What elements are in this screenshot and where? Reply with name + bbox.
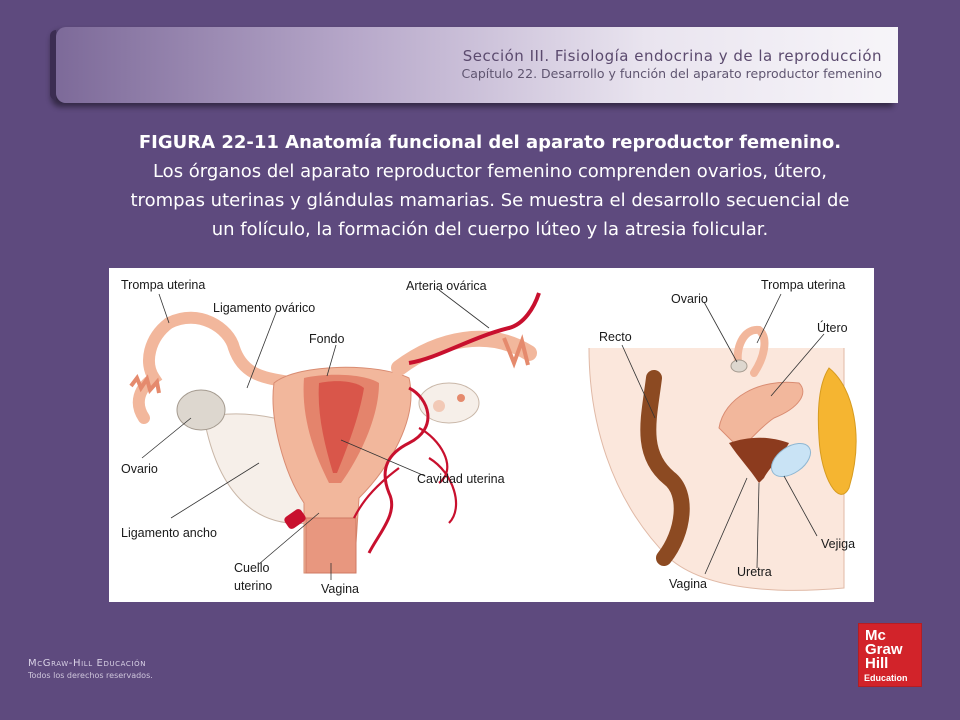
left-tube-shape <box>132 317 175 424</box>
uterine-artery-shape <box>367 386 430 554</box>
frontal-view <box>129 289 541 580</box>
label-trompa-uterina-left: Trompa uterina <box>121 278 206 292</box>
anatomy-figure: Trompa uterina Ligamento ovárico Fondo A… <box>109 268 874 602</box>
label-fondo: Fondo <box>309 332 345 346</box>
bladder-shape <box>770 442 812 478</box>
logo-line1: Mc <box>865 627 886 644</box>
fat-pad-shape <box>817 367 857 495</box>
label-vejiga: Vejiga <box>821 537 856 551</box>
figure-caption: FIGURA 22-11 Anatomía funcional del apar… <box>130 128 850 244</box>
left-tube-upper-shape <box>163 311 300 389</box>
logo-line4: Education <box>864 673 908 683</box>
pelvis-outline-shape <box>588 347 845 591</box>
leader-lines-right <box>621 293 825 575</box>
ovary-sagittal-shape <box>730 359 748 373</box>
label-uretra: Uretra <box>737 565 772 579</box>
left-fimbriae-shape <box>129 373 161 395</box>
anatomy-illustration <box>129 289 857 591</box>
right-tube-shape <box>391 330 537 376</box>
artery-branches-shape <box>353 427 458 524</box>
rectum-shape <box>640 370 690 566</box>
right-fimbriae-shape <box>502 334 530 369</box>
logo-line2: Graw <box>865 641 903 658</box>
label-cuello-line1: Cuello <box>234 561 270 575</box>
label-arteria-ovarica: Arteria ovárica <box>406 279 487 293</box>
logo-text: Mc Graw Hill <box>865 627 903 672</box>
mcgraw-hill-logo: Mc Graw Hill Education <box>859 624 921 686</box>
label-recto: Recto <box>599 330 632 344</box>
label-vagina-left: Vagina <box>321 582 359 596</box>
footer: McGraw-Hill Educación Todos los derechos… <box>28 658 153 680</box>
label-trompa-uterina-right: Trompa uterina <box>761 278 846 292</box>
uterus-sagittal-shape <box>718 381 804 449</box>
label-cavidad-uterina: Cavidad uterina <box>417 472 505 486</box>
header-banner: Sección III. Fisiología endocrina y de l… <box>50 27 898 103</box>
label-ligamento-ovarico: Ligamento ovárico <box>213 301 316 315</box>
header-text: Sección III. Fisiología endocrina y de l… <box>461 47 882 82</box>
caption-bold: FIGURA 22-11 Anatomía funcional del apar… <box>138 132 842 153</box>
uterine-cavity-shape <box>318 381 364 473</box>
uterine-vessel-shape <box>284 509 306 529</box>
caption-text: Los órganos del aparato reproductor feme… <box>130 161 850 240</box>
ovarian-artery-shape <box>408 292 541 365</box>
sagittal-view <box>588 293 857 591</box>
label-ovario-left: Ovario <box>121 462 158 476</box>
rights-notice: Todos los derechos reservados. <box>28 671 153 680</box>
follicle-shape <box>433 400 445 412</box>
label-ovario-right: Ovario <box>671 292 708 306</box>
tube-sagittal-shape <box>733 325 769 377</box>
vaginal-canal-shape <box>729 437 789 483</box>
publisher-name: McGraw-Hill Educación <box>28 658 147 669</box>
label-ligamento-ancho: Ligamento ancho <box>121 526 217 540</box>
logo-line3: Hill <box>865 655 889 672</box>
label-vagina-right: Vagina <box>669 577 707 591</box>
corpus-luteum-shape <box>457 394 465 402</box>
section-title: Sección III. Fisiología endocrina y de l… <box>462 47 882 65</box>
label-utero: Útero <box>817 321 848 335</box>
leader-lines-left <box>141 289 490 580</box>
right-ovary-shape <box>418 382 480 424</box>
chapter-title: Capítulo 22. Desarrollo y función del ap… <box>461 66 882 81</box>
label-cuello-line2: uterino <box>234 579 273 593</box>
